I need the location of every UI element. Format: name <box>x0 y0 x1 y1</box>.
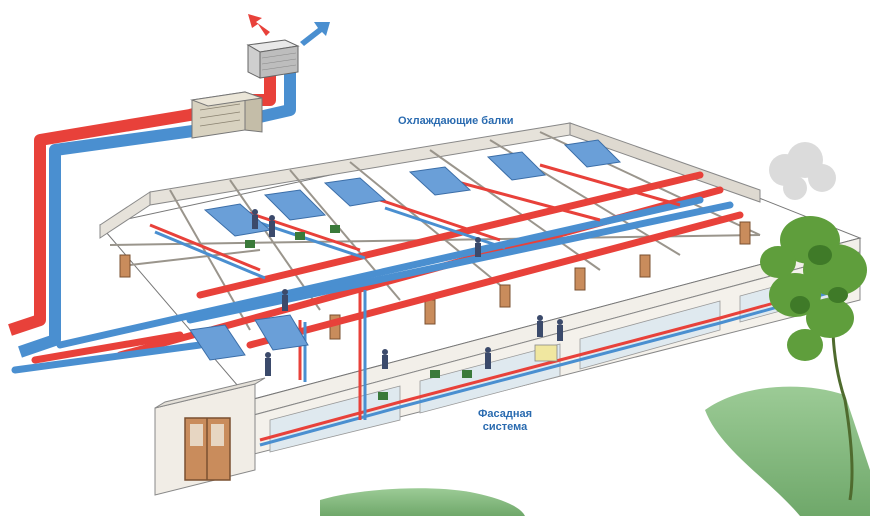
facade-system-label-line1: Фасадная <box>477 408 533 420</box>
tree-icon <box>760 216 867 501</box>
return-distribution-ducts <box>11 196 734 374</box>
branch-pipes-red <box>149 163 681 420</box>
room-doors <box>119 221 751 340</box>
facade-pipe-blue <box>259 285 851 447</box>
supply-air-arrow-icon <box>248 14 270 36</box>
entrance-block-top <box>154 377 266 409</box>
cooling-beams-label: Охлаждающие балки <box>398 115 514 127</box>
facade-system-label: Фасадная система <box>470 408 540 434</box>
back-wall-right <box>569 122 761 203</box>
office-workers-icon <box>245 209 563 400</box>
intake-air-arrow-icon <box>300 22 330 46</box>
exhaust-cloud <box>769 142 836 200</box>
left-wall <box>99 191 151 239</box>
facade-system-label-line2: система <box>482 421 528 433</box>
rooftop-ventilation-unit-icon <box>246 39 300 79</box>
lawn-bottom <box>320 488 525 516</box>
cooling-beams <box>189 139 622 361</box>
facade-pipe-red <box>259 280 851 442</box>
lawn-right <box>705 386 870 516</box>
air-handling-unit-icon <box>190 91 263 139</box>
